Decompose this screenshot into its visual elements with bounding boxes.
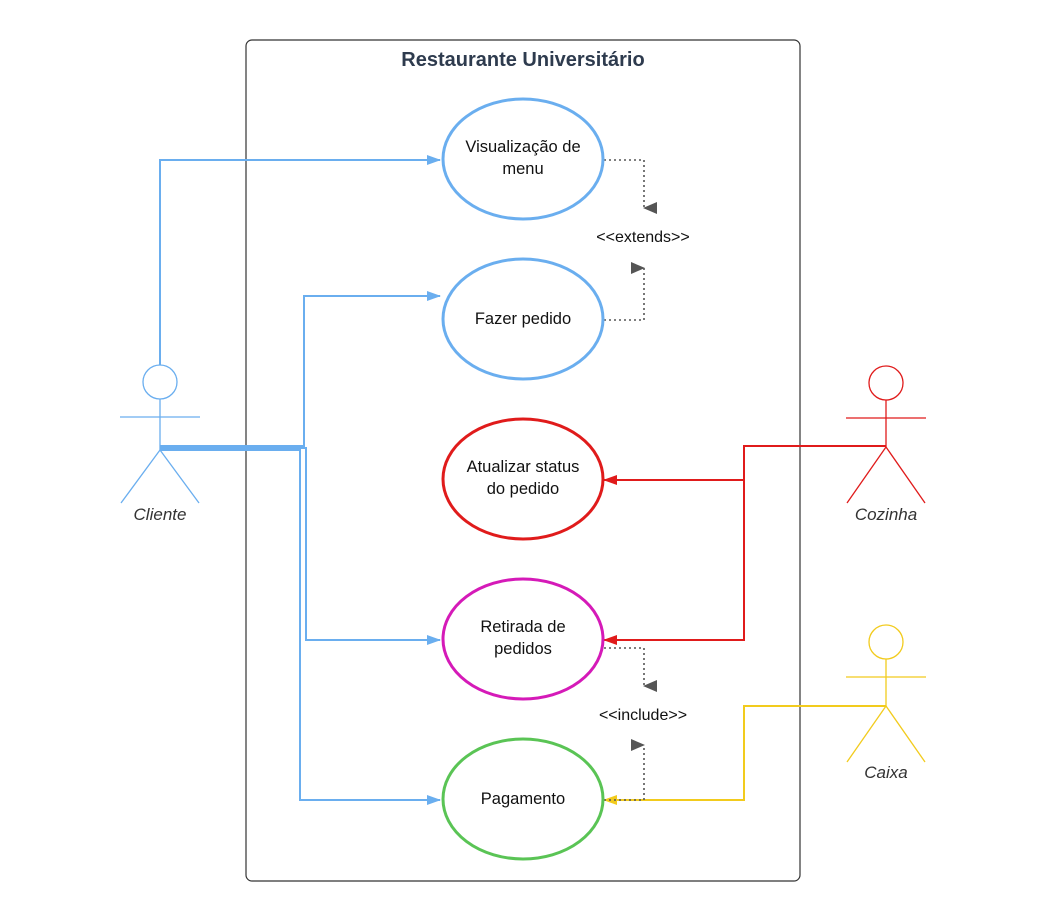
actor-caixa-label: Caixa xyxy=(864,763,907,782)
use-case-visualizacao-line2: menu xyxy=(502,160,543,178)
extends-label: <<extends>> xyxy=(596,229,689,246)
use-case-fazer-pedido-line1: Fazer pedido xyxy=(475,310,571,328)
use-case-pagamento-shape xyxy=(441,737,605,861)
extends-connector-top[interactable] xyxy=(604,159,657,214)
use-case-retirada-line2: pedidos xyxy=(494,640,552,658)
assoc-cliente-fazer-pedido[interactable] xyxy=(160,291,441,447)
include-connector-top[interactable] xyxy=(604,647,657,692)
assoc-cozinha-retirada[interactable] xyxy=(603,480,745,645)
include-connector-bottom[interactable] xyxy=(604,739,645,801)
actor-cozinha-label: Cozinha xyxy=(855,505,917,524)
use-case-atualizar-status-line2: do pedido xyxy=(487,480,560,498)
assoc-cliente-retirada[interactable] xyxy=(160,447,441,645)
use-case-pagamento-line1: Pagamento xyxy=(481,790,565,808)
use-case-fazer-pedido[interactable]: Fazer pedido xyxy=(441,257,605,381)
use-case-visualizacao-shape xyxy=(441,97,605,221)
use-case-visualizacao-line1: Visualização de xyxy=(465,138,580,156)
use-case-atualizar-status[interactable]: Atualizar status do pedido xyxy=(441,417,605,541)
assoc-cliente-pagamento[interactable] xyxy=(160,449,441,805)
system-title: Restaurante Universitário xyxy=(401,49,644,71)
actor-cliente-head xyxy=(142,364,178,400)
use-case-atualizar-status-shape xyxy=(441,417,605,541)
use-case-fazer-pedido-shape xyxy=(441,257,605,381)
actor-cliente-label: Cliente xyxy=(134,505,187,524)
actor-caixa-head xyxy=(868,624,904,660)
use-case-retirada-line1: Retirada de xyxy=(480,618,565,636)
actor-caixa[interactable] xyxy=(846,624,926,763)
use-case-visualizacao[interactable]: Visualização de menu xyxy=(441,97,605,221)
extends-connector-bottom[interactable] xyxy=(604,262,645,321)
use-case-retirada-shape xyxy=(441,577,605,701)
actor-cliente[interactable] xyxy=(120,364,200,504)
assoc-caixa-pagamento[interactable] xyxy=(603,705,886,805)
assoc-cozinha-atualizar[interactable] xyxy=(603,445,886,485)
assoc-cliente-visualizacao[interactable] xyxy=(159,155,441,365)
use-case-pagamento[interactable]: Pagamento xyxy=(441,737,605,861)
use-case-retirada[interactable]: Retirada de pedidos xyxy=(441,577,605,701)
include-label: <<include>> xyxy=(599,707,687,724)
use-case-atualizar-status-line1: Atualizar status xyxy=(467,458,580,476)
actor-cozinha[interactable] xyxy=(846,365,926,504)
actor-cozinha-head xyxy=(868,365,904,401)
